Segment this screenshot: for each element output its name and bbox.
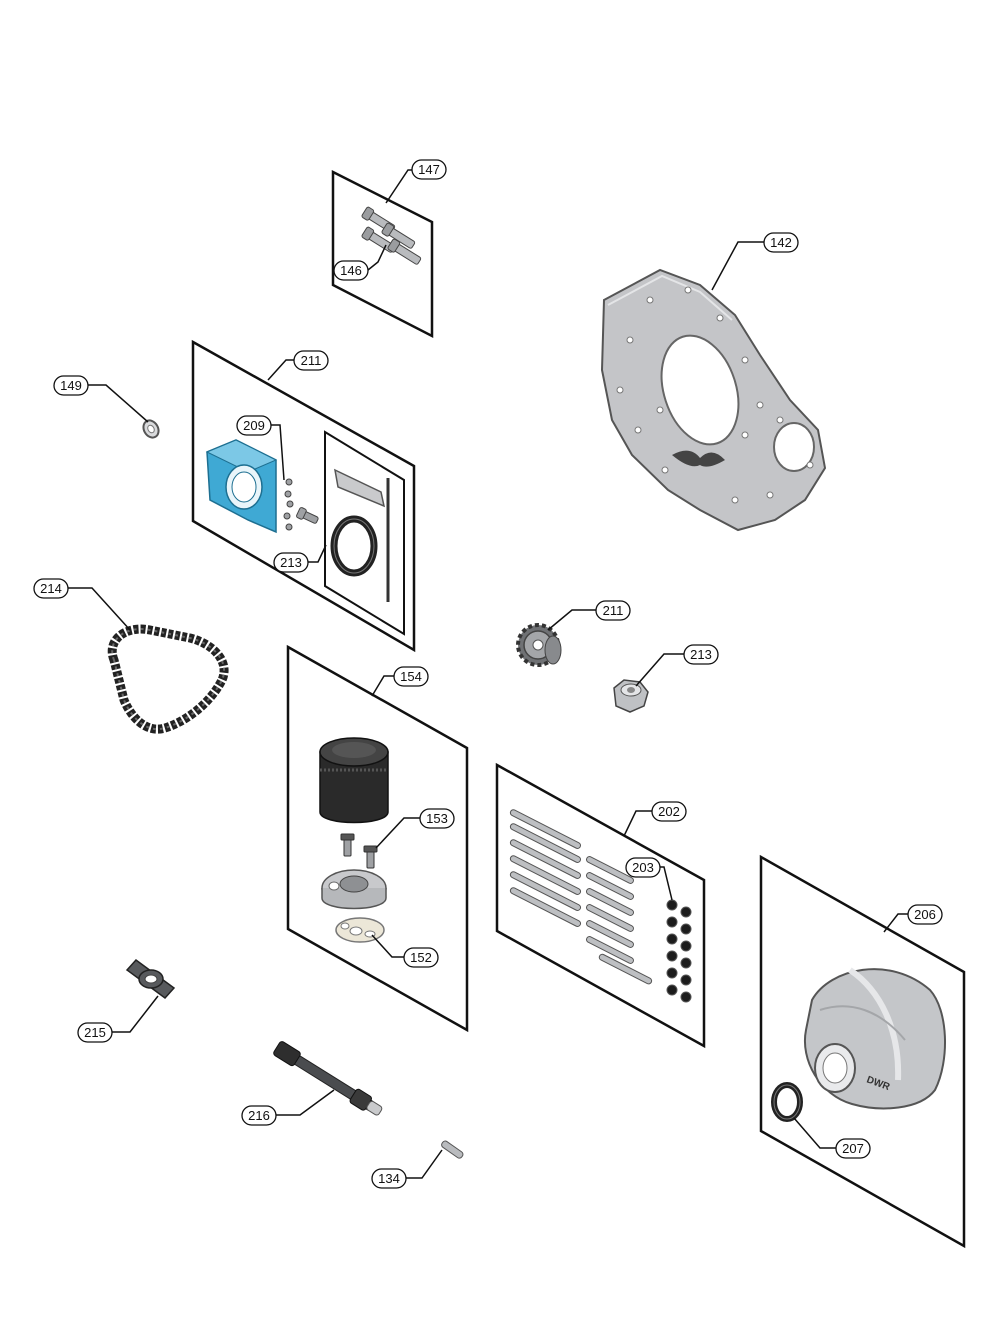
callout-206-label: 206	[914, 907, 936, 922]
gasket-flange	[125, 958, 176, 1000]
callout-203: 203	[625, 857, 661, 878]
lock-nut	[613, 679, 649, 713]
callout-206: 206	[907, 904, 943, 925]
callout-154-label: 154	[400, 669, 422, 684]
ring-terminal	[142, 419, 160, 439]
callout-146-label: 146	[340, 263, 362, 278]
panel-154	[286, 644, 469, 1033]
callout-147: 147	[411, 159, 447, 180]
seal-housing-kit	[205, 439, 390, 602]
callout-213-kit-label: 213	[280, 555, 302, 570]
callout-147-label: 147	[418, 162, 440, 177]
callout-215-label: 215	[84, 1025, 106, 1040]
adaptor-plate	[600, 268, 827, 532]
callout-215: 215	[77, 1022, 113, 1043]
callout-216-label: 216	[248, 1108, 270, 1123]
sprocket	[516, 623, 562, 667]
callout-214: 214	[33, 578, 69, 599]
callout-214-label: 214	[40, 581, 62, 596]
callout-202: 202	[651, 801, 687, 822]
callout-142-label: 142	[770, 235, 792, 250]
drive-shaft	[273, 1041, 383, 1116]
bellhousing: DWR	[803, 967, 947, 1110]
callout-211-sprocket-label: 211	[603, 603, 624, 618]
bolt-kit	[361, 206, 422, 265]
callout-153-label: 153	[426, 811, 448, 826]
callout-207-label: 207	[842, 1141, 864, 1156]
stud-kit	[509, 809, 692, 1003]
callout-209: 209	[236, 415, 272, 436]
timing-chain	[107, 624, 229, 734]
callout-213-nut-label: 213	[690, 647, 712, 662]
callout-211-top: 211	[293, 350, 329, 371]
callout-152-label: 152	[410, 950, 432, 965]
callout-213-nut: 213	[683, 644, 719, 665]
callout-203-label: 203	[632, 860, 654, 875]
callout-146: 146	[333, 260, 369, 281]
callout-153: 153	[419, 808, 455, 829]
dowel-pin	[441, 1140, 464, 1159]
callout-149-label: 149	[60, 378, 82, 393]
callout-207: 207	[835, 1138, 871, 1159]
callout-134: 134	[371, 1168, 407, 1189]
callout-154: 154	[393, 666, 429, 687]
callout-202-label: 202	[658, 804, 680, 819]
callout-149: 149	[53, 375, 89, 396]
callout-211-top-label: 211	[301, 353, 322, 368]
callout-142: 142	[763, 232, 799, 253]
callout-216: 216	[241, 1105, 277, 1126]
callout-209-label: 209	[243, 418, 265, 433]
callout-211-sprocket: 211	[595, 600, 631, 621]
seal	[771, 1082, 803, 1122]
callout-213-kit: 213	[273, 552, 309, 573]
callout-134-label: 134	[378, 1171, 400, 1186]
panel-202	[495, 762, 706, 1049]
callout-152: 152	[403, 947, 439, 968]
leader-lines	[68, 169, 910, 1179]
